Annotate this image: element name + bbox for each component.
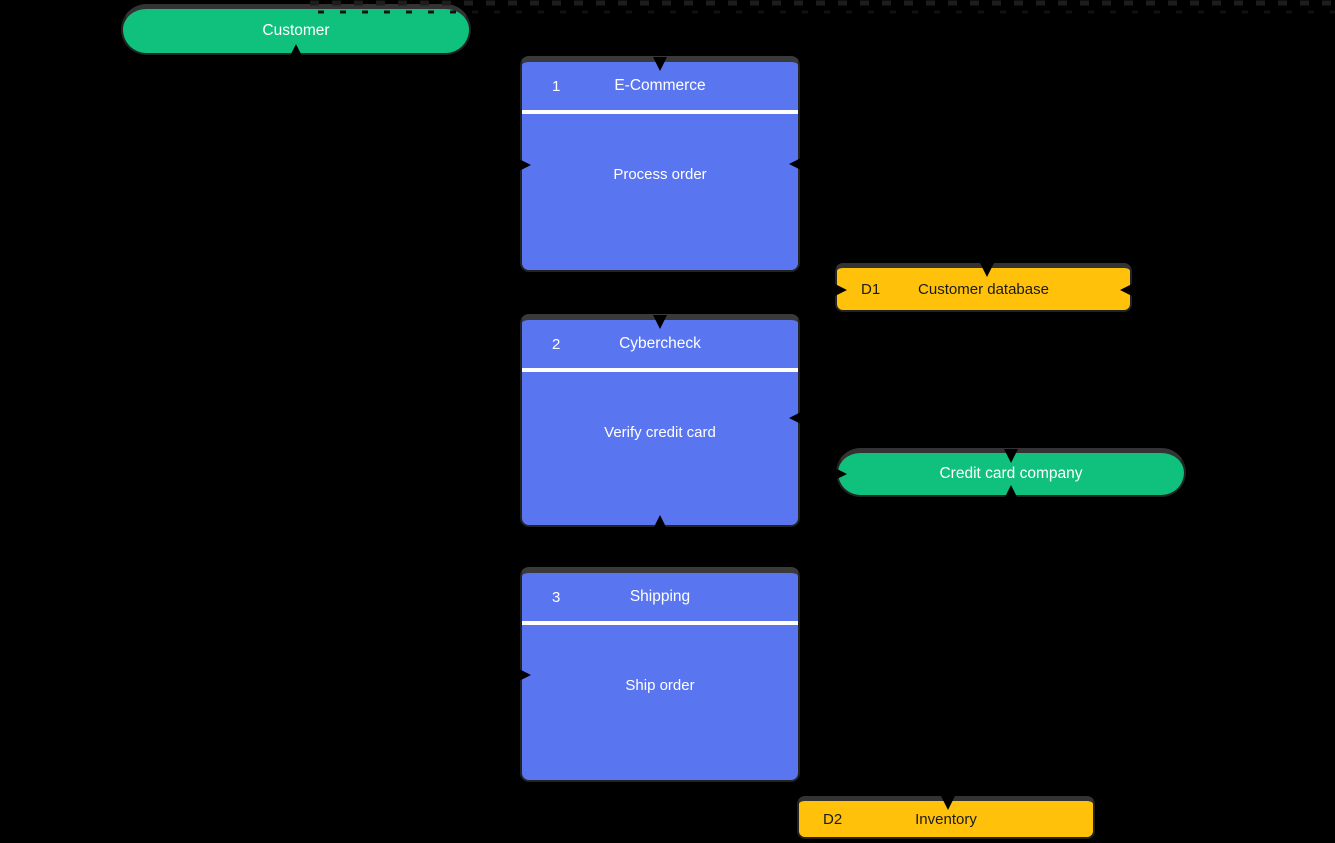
entity-credit-card-company-node[interactable]: Credit card company <box>836 448 1186 497</box>
process-ecommerce-number: 1 <box>552 77 561 95</box>
process-cybercheck-title: Cybercheck <box>619 335 701 352</box>
process-ecommerce-title: E-Commerce <box>614 77 706 94</box>
process-cybercheck-node[interactable]: 2 Cybercheck Verify credit card <box>520 314 800 527</box>
process-shipping-node[interactable]: 3 Shipping Ship order <box>520 567 800 782</box>
store-d1-node[interactable]: D1 Customer database <box>835 263 1132 312</box>
process-shipping-activity: Ship order <box>625 677 695 694</box>
entity-customer-label: Customer <box>262 22 330 39</box>
store-d2-number: D2 <box>823 810 843 828</box>
process-ecommerce-activity: Process order <box>613 166 707 183</box>
entity-credit-card-company-label: Credit card company <box>939 465 1083 482</box>
store-d2-label: Inventory <box>915 810 977 828</box>
process-shipping-header: 3 Shipping <box>522 573 798 621</box>
process-shipping-divider <box>522 621 798 625</box>
process-cybercheck-divider <box>522 368 798 372</box>
process-ecommerce-divider <box>522 110 798 114</box>
store-d1-label: Customer database <box>918 280 1049 298</box>
entity-customer-node[interactable]: Customer <box>121 4 471 55</box>
store-d1-number: D1 <box>861 280 881 298</box>
process-cybercheck-header: 2 Cybercheck <box>522 320 798 368</box>
process-shipping-number: 3 <box>552 588 561 606</box>
store-d2-node[interactable]: D2 Inventory <box>797 796 1095 839</box>
process-ecommerce-header: 1 E-Commerce <box>522 62 798 110</box>
process-cybercheck-activity: Verify credit card <box>604 424 716 441</box>
process-ecommerce-node[interactable]: 1 E-Commerce Process order <box>520 56 800 272</box>
process-cybercheck-number: 2 <box>552 335 561 353</box>
process-shipping-title: Shipping <box>629 588 691 605</box>
